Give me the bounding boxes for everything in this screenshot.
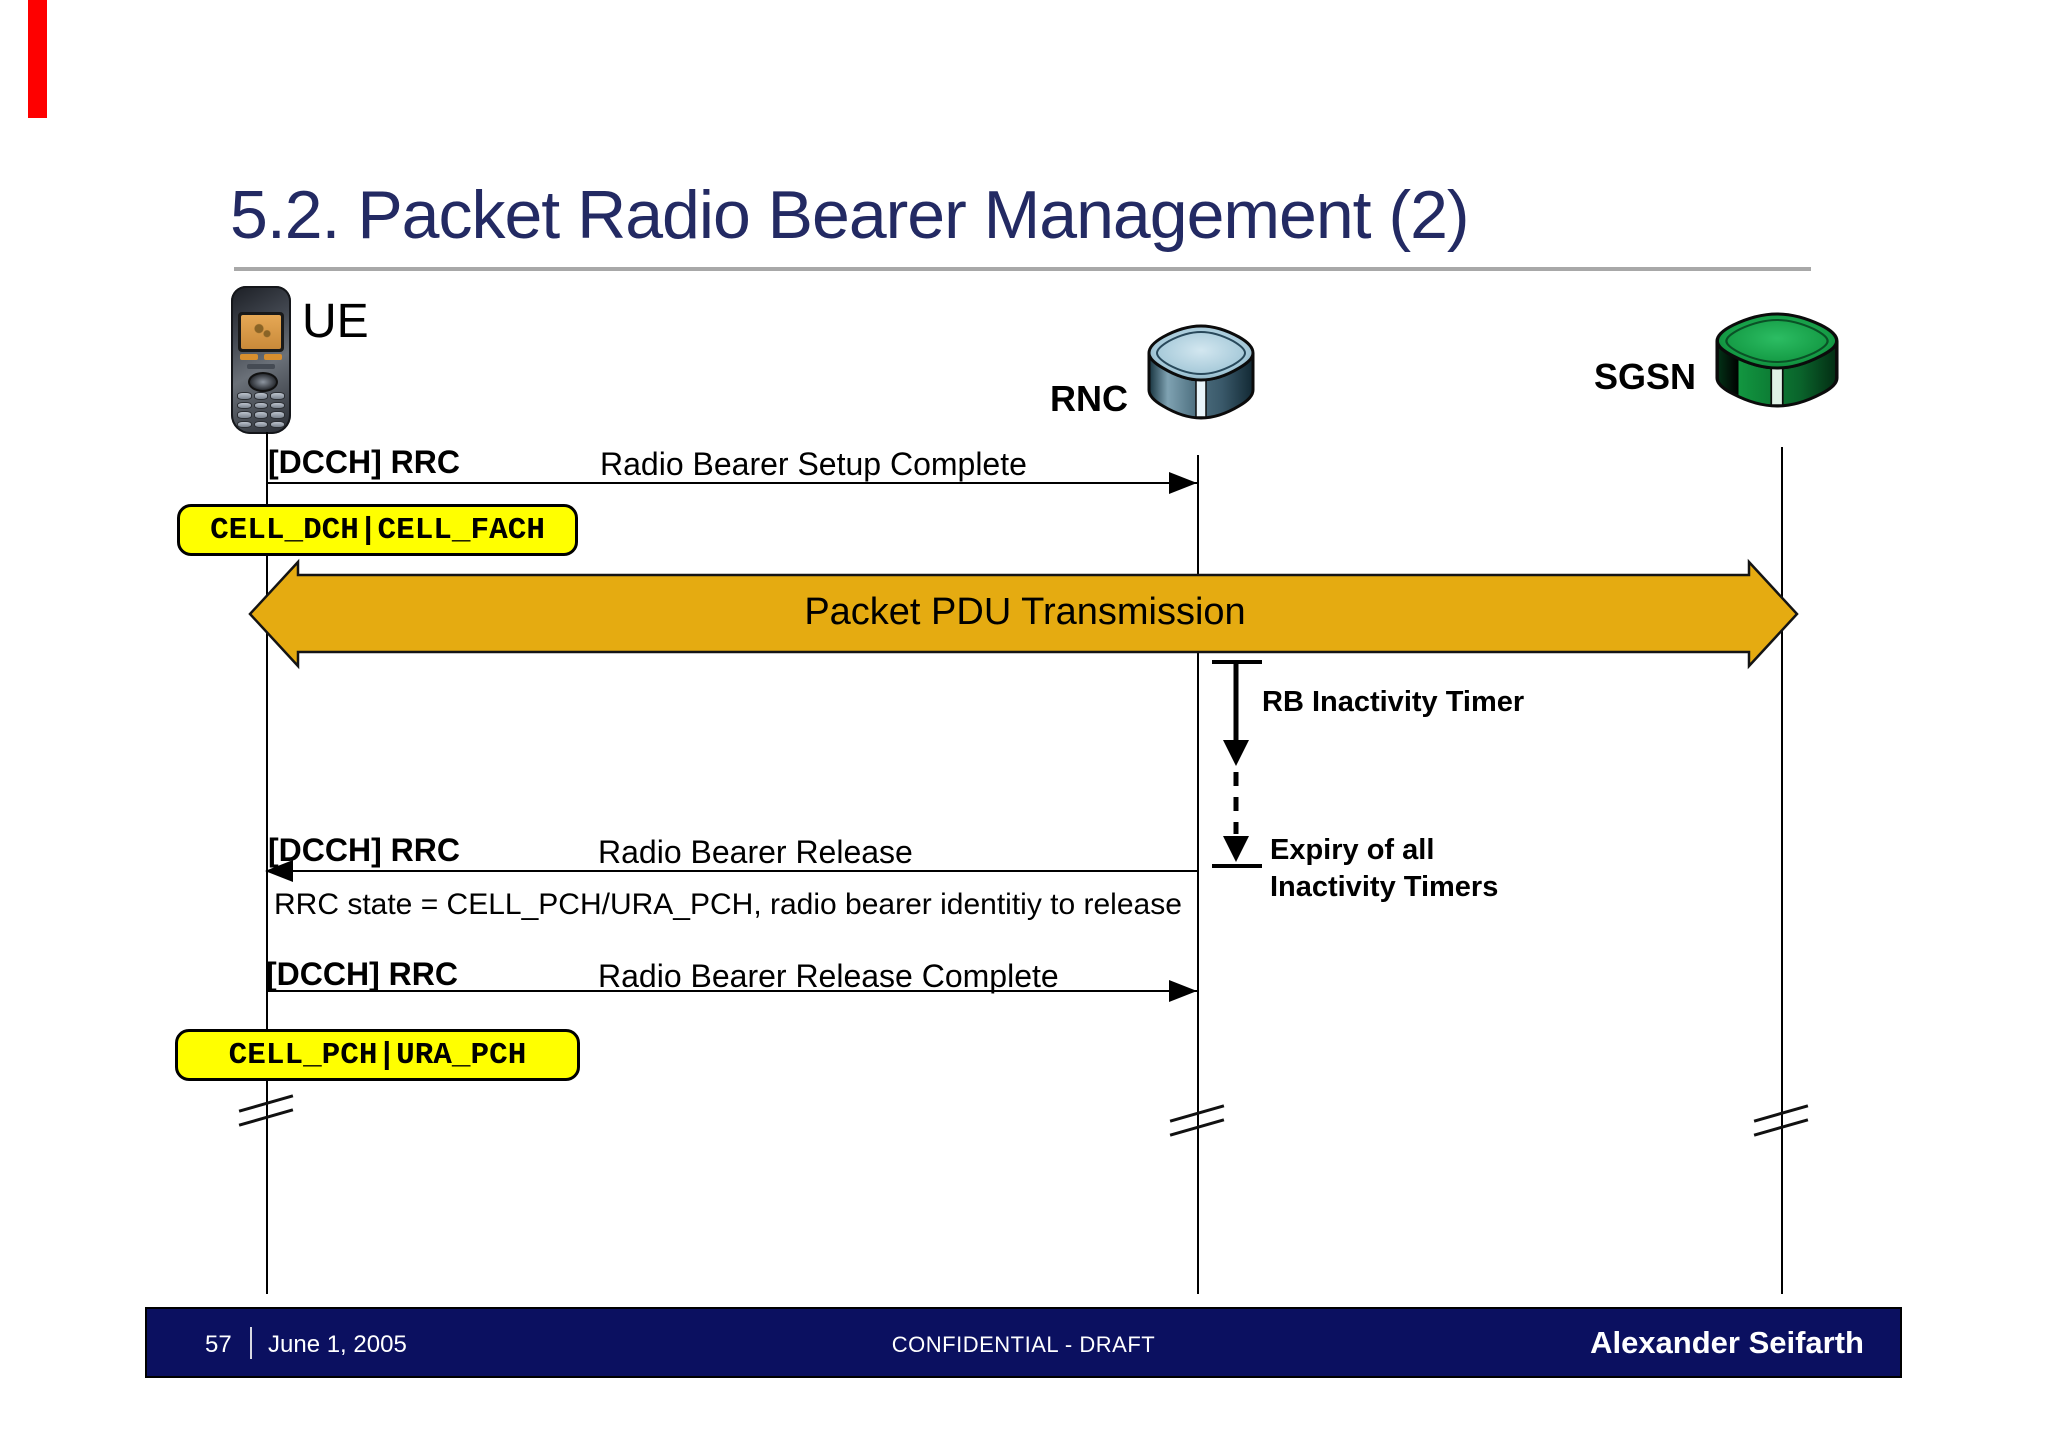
footer-date: June 1, 2005 [268, 1331, 407, 1358]
msg-release-arrowhead [265, 860, 293, 882]
lifeline-sgsn [1781, 447, 1783, 1294]
lifeline-break-ue [238, 1094, 296, 1134]
footer-page-number: 57 [205, 1331, 232, 1358]
msg-release-channel: [DCCH] RRC [268, 832, 460, 868]
rb-inactivity-timer-label: RB Inactivity Timer [1262, 686, 1525, 718]
pdu-banner-label: Packet PDU Transmission [804, 591, 1246, 633]
msg-release-complete-label: Radio Bearer Release Complete [598, 958, 1059, 994]
msg-setup-arrow-line [267, 482, 1198, 484]
ue-phone-icon [231, 286, 291, 434]
msg-release-complete-arrow-line [267, 990, 1198, 992]
msg-setup-channel: [DCCH] RRC [268, 444, 460, 480]
phone-nav-key [248, 372, 278, 392]
phone-brand-strip [247, 364, 275, 369]
msg-release-note: RRC state = CELL_PCH/URA_PCH, radio bear… [274, 888, 1182, 921]
expiry-label: Expiry of all Inactivity Timers [1270, 832, 1498, 906]
entity-label-rnc: RNC [1050, 378, 1128, 419]
phone-softkey [264, 354, 282, 360]
title-underline [234, 267, 1811, 271]
lifeline-rnc [1197, 455, 1199, 1294]
pdu-transmission-banner [248, 558, 1799, 670]
footer-bar: 57 June 1, 2005 CONFIDENTIAL - DRAFT Ale… [145, 1307, 1902, 1378]
phone-screen-frame [238, 312, 284, 352]
rb-inactivity-timer-icon [1212, 660, 1262, 868]
entity-label-ue: UE [302, 295, 369, 348]
lifeline-break-rnc [1169, 1104, 1227, 1144]
msg-release-complete-arrowhead [1169, 980, 1197, 1002]
msg-setup-arrowhead [1169, 472, 1197, 494]
msg-release-label: Radio Bearer Release [598, 834, 913, 870]
expiry-label-line1: Expiry of all [1270, 834, 1435, 866]
footer-classification: CONFIDENTIAL - DRAFT [891, 1332, 1156, 1357]
phone-keypad [237, 392, 285, 428]
page-title: 5.2. Packet Radio Bearer Management (2) [230, 177, 1470, 253]
rnc-node-icon [1147, 324, 1255, 420]
footer-author: Alexander Seifarth [1590, 1325, 1864, 1360]
phone-softkey [240, 354, 258, 360]
msg-release-arrow-line [267, 870, 1198, 872]
footer-separator [250, 1327, 252, 1359]
msg-release-complete-channel: [DCCH] RRC [266, 956, 458, 992]
phone-screen [241, 315, 281, 349]
lifeline-break-sgsn [1753, 1104, 1811, 1144]
state-badge-cell-pch-ura-pch: CELL_PCH|URA_PCH [175, 1029, 580, 1081]
state-badge-cell-dch-fach: CELL_DCH|CELL_FACH [177, 504, 578, 556]
entity-label-sgsn: SGSN [1594, 356, 1697, 397]
red-capture-marker [28, 0, 47, 118]
expiry-label-line2: Inactivity Timers [1270, 871, 1499, 903]
sgsn-node-icon [1715, 312, 1839, 408]
msg-setup-label: Radio Bearer Setup Complete [600, 446, 1027, 482]
